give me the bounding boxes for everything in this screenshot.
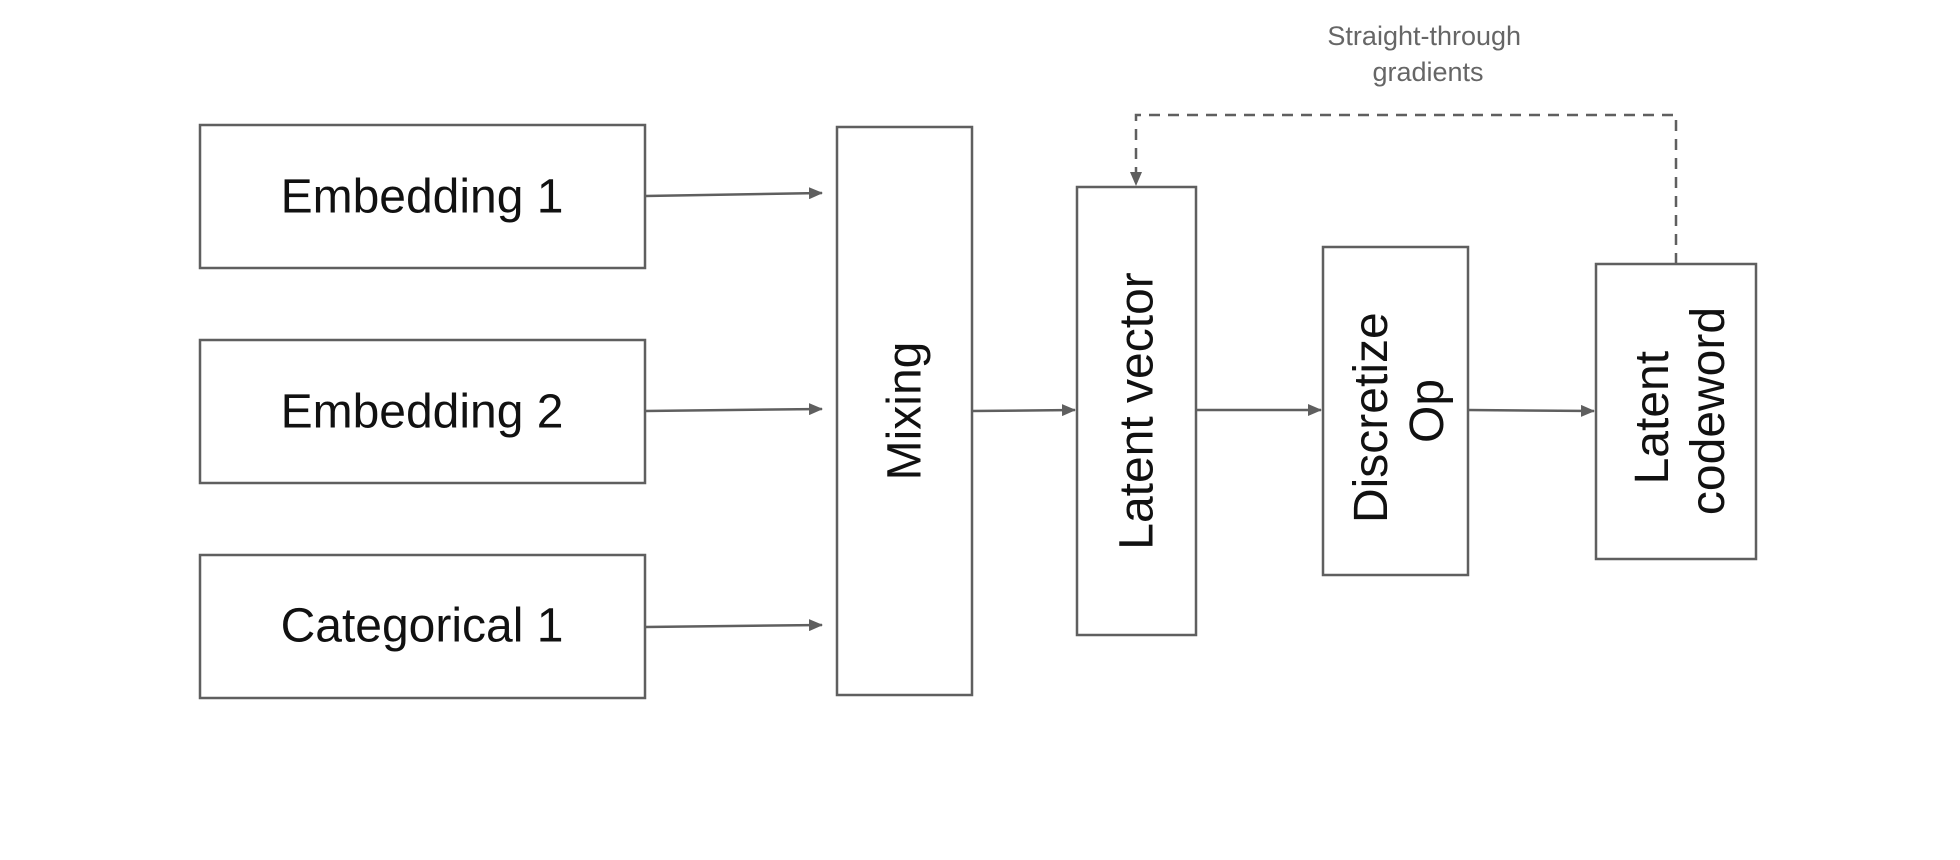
embedding-2-label: Embedding 2 (281, 386, 564, 439)
arrow-embedding-2-to-mixing (644, 403, 823, 416)
latent-codeword-node: Latent codeword (1594, 262, 1758, 561)
categorical-1-node: Categorical 1 (198, 553, 647, 700)
discretize-op-label: Discretize Op (1345, 299, 1454, 523)
discretize-op-line-2: Op (1401, 379, 1454, 443)
arrow-embedding-1-to-mixing (644, 187, 823, 200)
mixing-node: Mixing (835, 125, 974, 697)
discretize-op-line-1: Discretize (1345, 312, 1398, 523)
embedding-1-node: Embedding 1 (198, 123, 647, 270)
categorical-1-label: Categorical 1 (281, 600, 564, 653)
annotation-line-2: gradients (1372, 57, 1483, 87)
embedding-2-node: Embedding 2 (198, 338, 647, 485)
latent-codeword-line-2: codeword (1682, 307, 1735, 515)
straight-through-gradients-annotation: Straight-through gradients (1327, 21, 1528, 87)
latent-codeword-line-1: Latent (1626, 351, 1679, 484)
arrow-categorical-1-to-mixing (644, 619, 823, 632)
arrow-discretize-to-latent-codeword (1467, 404, 1595, 417)
discretize-op-node: Discretize Op (1321, 245, 1470, 577)
annotation-line-1: Straight-through (1327, 21, 1521, 51)
latent-vector-node: Latent vector (1075, 185, 1198, 637)
mixing-label: Mixing (879, 342, 932, 481)
straight-through-gradient-path (1130, 113, 1678, 264)
arrow-mixing-to-latent-vector (971, 404, 1076, 417)
embedding-1-label: Embedding 1 (281, 171, 564, 224)
latent-codeword-label: Latent codeword (1626, 307, 1735, 515)
latent-vector-label: Latent vector (1111, 272, 1164, 550)
